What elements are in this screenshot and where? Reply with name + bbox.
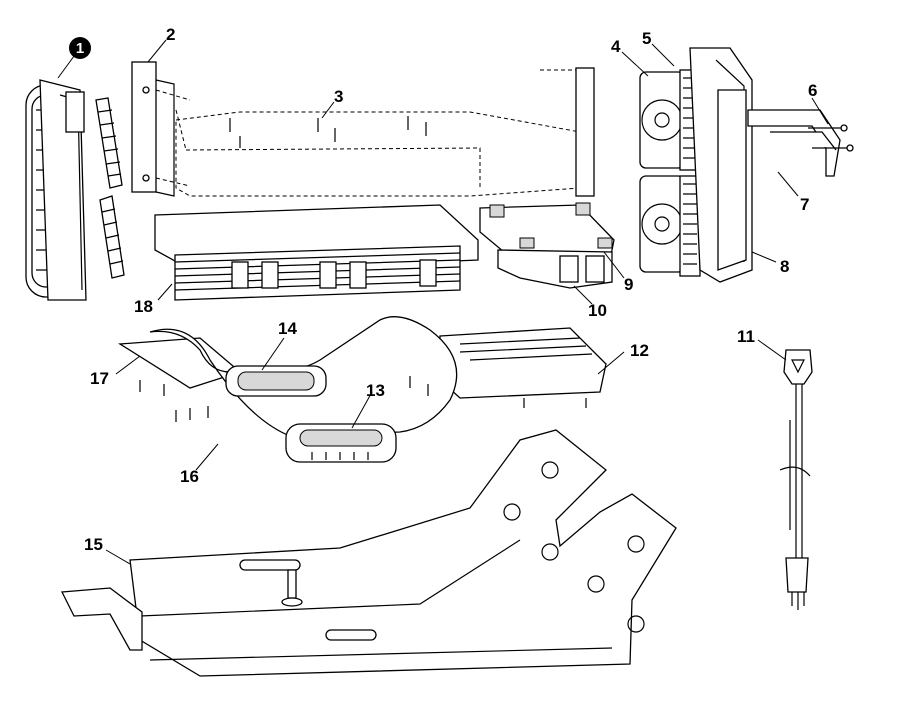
callout-1: 1 <box>76 40 84 57</box>
callout-3: 3 <box>334 87 343 106</box>
callout-15: 15 <box>84 535 103 554</box>
callout-4: 4 <box>611 37 621 56</box>
callout-7: 7 <box>800 195 809 214</box>
part-4-fan-lower <box>639 175 685 273</box>
callout-16: 16 <box>180 467 199 486</box>
callout-9: 9 <box>624 275 633 294</box>
callout-8: 8 <box>780 257 789 276</box>
part-15-base-plate <box>60 429 677 677</box>
callout-6: 6 <box>808 81 817 100</box>
part-8-rear-panel <box>689 47 753 283</box>
callout-13: 13 <box>366 381 385 400</box>
callout-18: 18 <box>134 297 153 316</box>
screws-3 <box>229 116 427 148</box>
callout-10: 10 <box>588 301 607 320</box>
part-12-base-tray-right <box>439 327 607 399</box>
part-6-screws <box>808 124 854 152</box>
part-2-side-panel <box>131 61 191 197</box>
part-1-front-grille <box>25 79 87 301</box>
part-1-louver-pieces <box>95 97 125 279</box>
part-13-grip-lower <box>285 423 397 463</box>
part-3-housing-dashed <box>175 67 595 197</box>
callout-5: 5 <box>642 29 651 48</box>
callout-17: 17 <box>90 369 109 388</box>
part-10-burner <box>497 249 613 289</box>
base-screws <box>139 376 587 422</box>
callout-1-badge: 1 <box>69 37 91 59</box>
part-18-heat-exchanger <box>154 204 479 301</box>
leader-lines <box>57 39 829 565</box>
callout-11: 11 <box>737 327 755 346</box>
part-17-base-tray-left <box>117 337 242 389</box>
part-14-grip-upper <box>225 365 327 397</box>
callout-12: 12 <box>630 341 649 360</box>
callout-2: 2 <box>166 25 175 44</box>
callout-14: 14 <box>278 319 297 338</box>
part-7-handle-bracket <box>747 109 841 177</box>
part-4-fan-upper <box>639 71 685 169</box>
part-9-control-board <box>479 202 615 263</box>
part-11-power-cord <box>779 349 813 610</box>
